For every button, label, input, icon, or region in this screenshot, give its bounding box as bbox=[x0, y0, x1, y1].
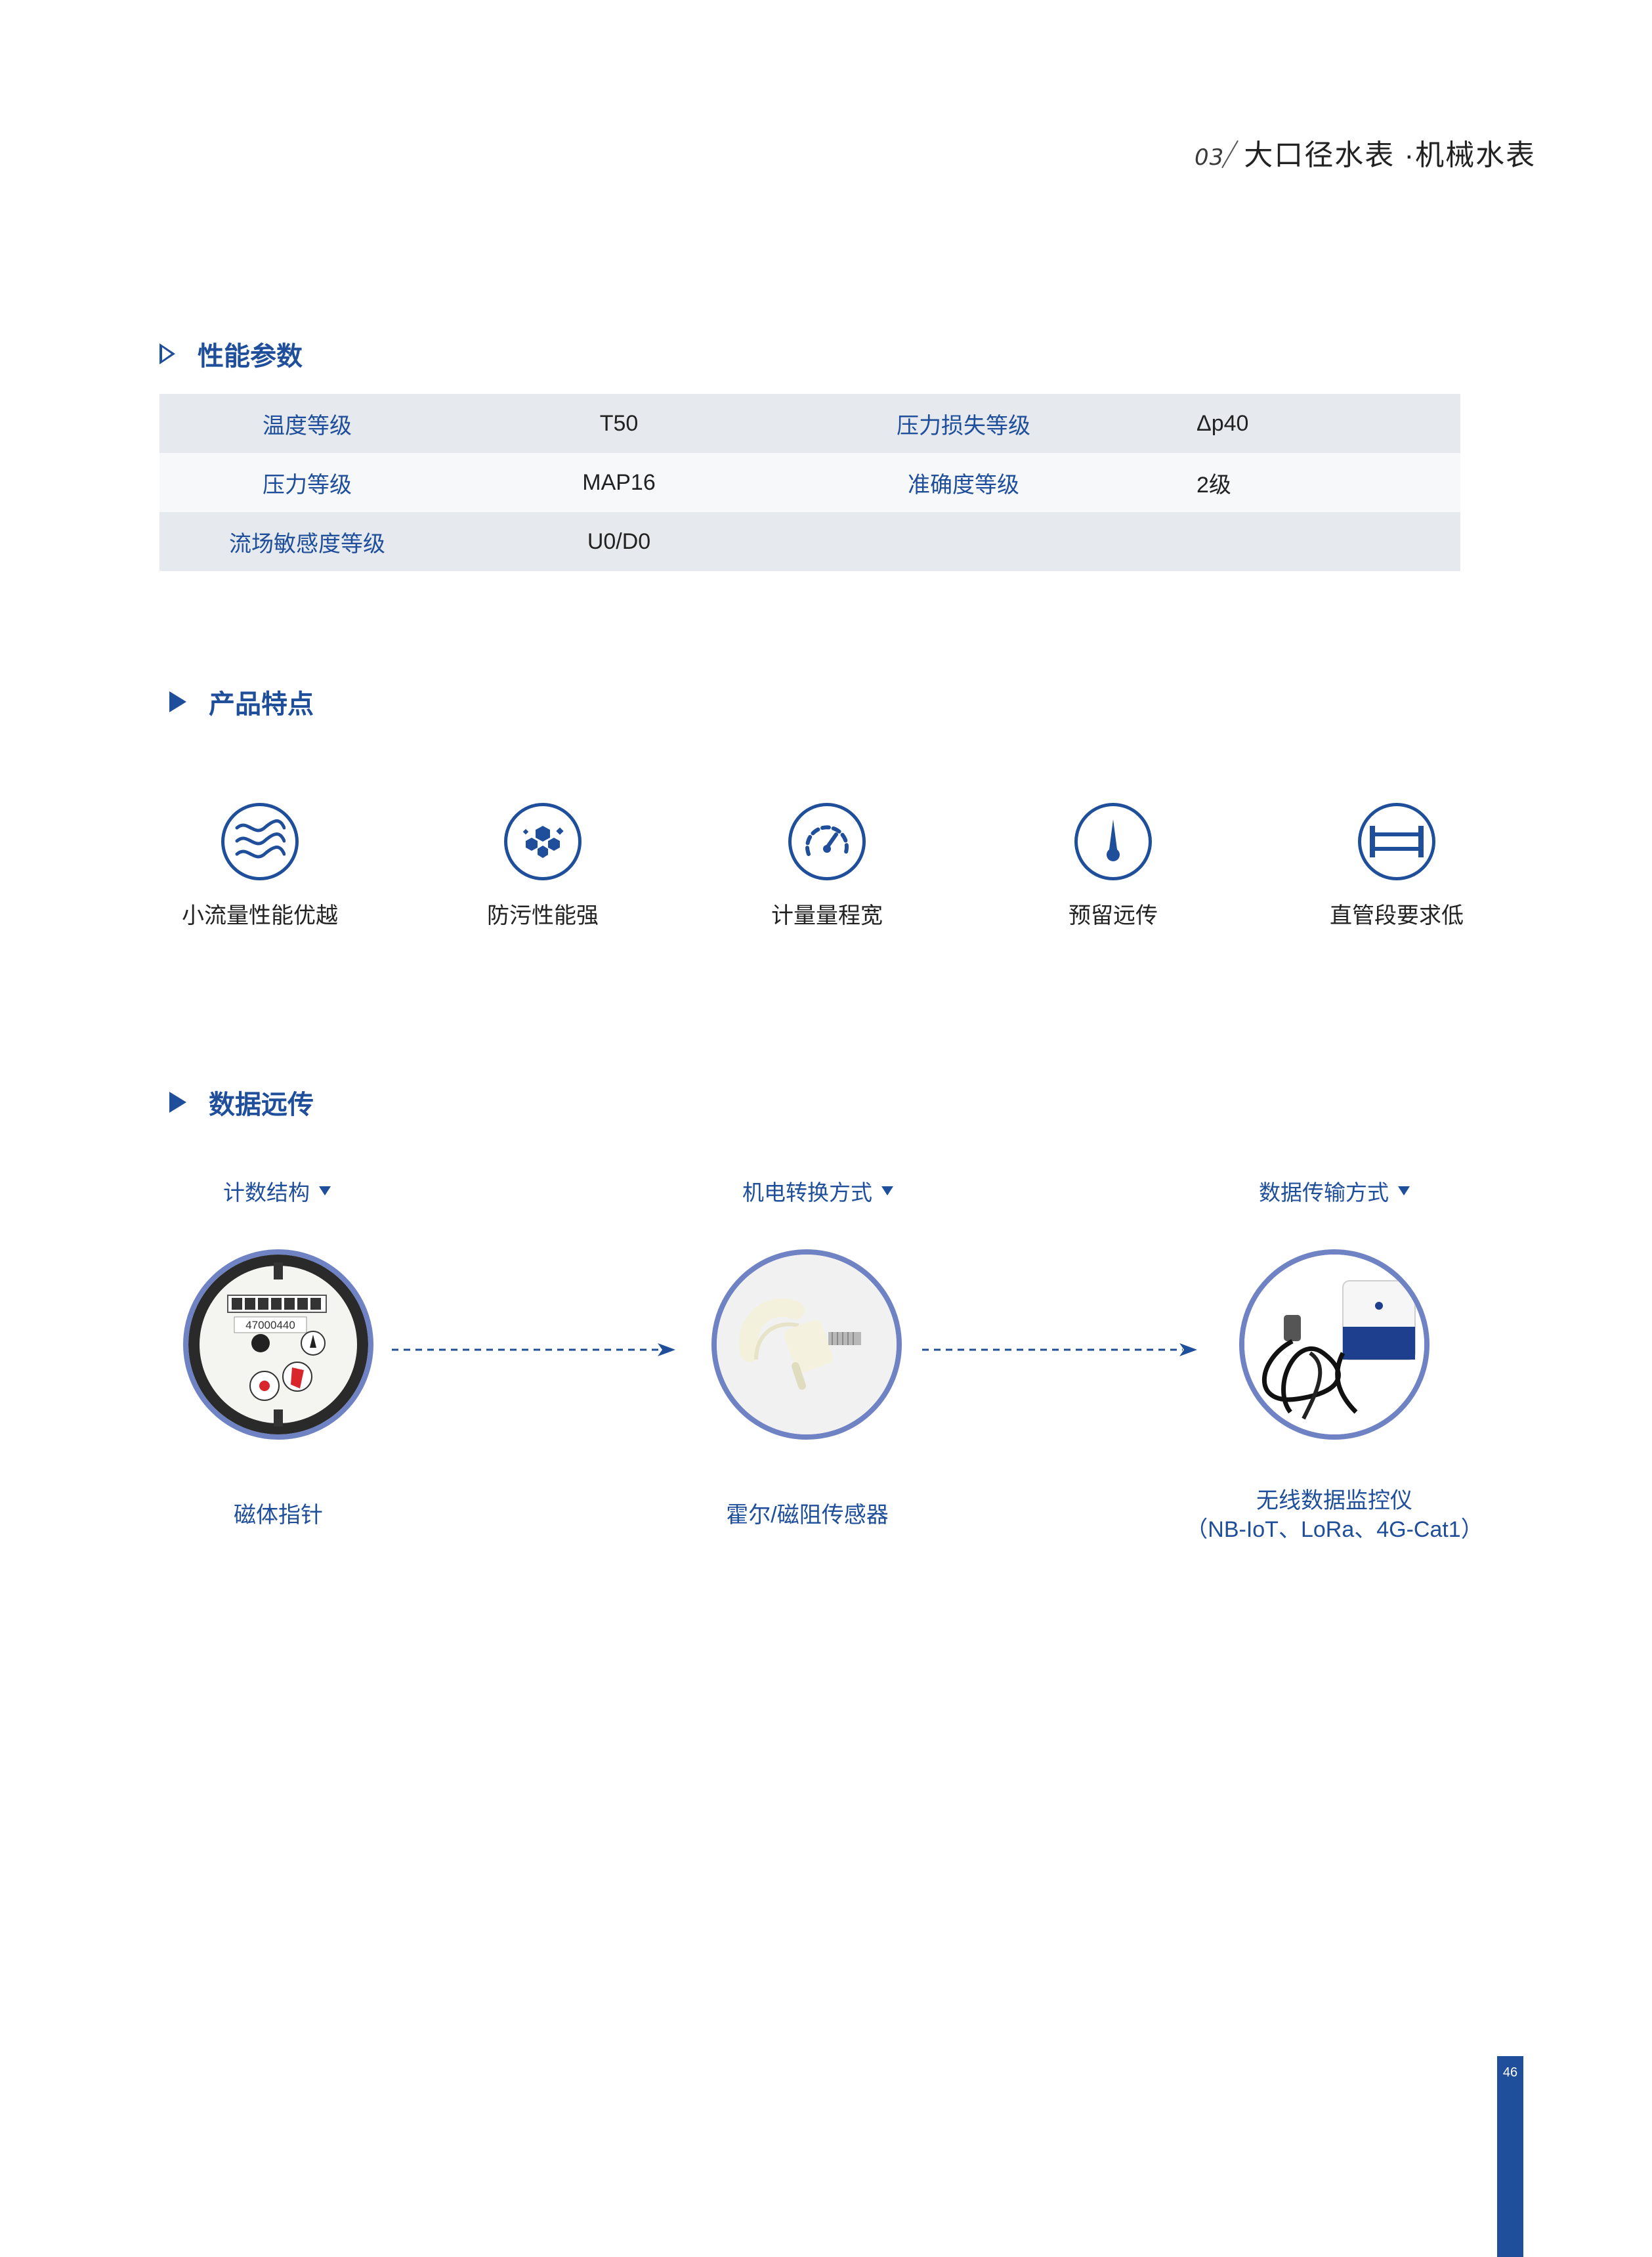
solid-triangle-icon bbox=[169, 1092, 186, 1113]
feature-label: 防污性能强 bbox=[487, 903, 599, 928]
data-section-title: 数据远传 bbox=[169, 1083, 314, 1121]
step-caption: 霍尔/磁阻传感器 bbox=[726, 1503, 889, 1528]
param-value bbox=[1144, 512, 1460, 571]
section-number: 03 bbox=[1195, 144, 1225, 171]
down-triangle-icon bbox=[319, 1186, 331, 1195]
table-row: 温度等级 T50 压力损失等级 Δp40 bbox=[159, 394, 1460, 453]
step-heading: 计数结构 bbox=[223, 1175, 331, 1207]
needle-icon bbox=[1074, 803, 1152, 880]
gauge-icon bbox=[788, 803, 866, 880]
sensor-probe-photo bbox=[711, 1249, 902, 1440]
param-value: MAP16 bbox=[455, 453, 783, 512]
param-label: 压力等级 bbox=[159, 453, 455, 512]
straight-pipe-icon bbox=[1358, 803, 1435, 880]
feature-item: 直管段要求低 bbox=[1259, 803, 1535, 930]
wave-flow-icon bbox=[221, 803, 299, 880]
param-value: T50 bbox=[455, 394, 783, 453]
feature-item: 预留远传 bbox=[975, 803, 1251, 930]
params-section-title: 性能参数 bbox=[159, 335, 303, 373]
step-heading: 数据传输方式 bbox=[1259, 1175, 1410, 1207]
param-label: 流场敏感度等级 bbox=[159, 512, 455, 571]
dial-serial: 47000440 bbox=[245, 1319, 295, 1331]
feature-label: 计量量程宽 bbox=[771, 903, 883, 928]
solid-triangle-icon bbox=[169, 691, 186, 712]
param-value: 2级 bbox=[1144, 453, 1460, 512]
feature-label: 直管段要求低 bbox=[1330, 903, 1464, 928]
param-label: 压力损失等级 bbox=[783, 394, 1144, 453]
outline-triangle-icon bbox=[159, 343, 175, 364]
feature-item: 防污性能强 bbox=[405, 803, 681, 930]
table-row: 压力等级 MAP16 准确度等级 2级 bbox=[159, 453, 1460, 512]
flow-arrow-2 bbox=[922, 1343, 1197, 1356]
feature-label: 小流量性能优越 bbox=[182, 903, 338, 928]
param-value: Δp40 bbox=[1144, 394, 1460, 453]
param-value: U0/D0 bbox=[455, 512, 783, 571]
params-table: 温度等级 T50 压力损失等级 Δp40 压力等级 MAP16 准确度等级 2级… bbox=[159, 394, 1460, 571]
page-number-bar bbox=[1497, 2056, 1523, 2257]
step-caption: 磁体指针 bbox=[234, 1503, 323, 1528]
step-caption: 无线数据监控仪 （NB-IoT、LoRa、4G-Cat1） bbox=[1185, 1488, 1483, 1542]
page-header: 03 大口径水表 ·机械水表 bbox=[1195, 131, 1536, 177]
param-label: 准确度等级 bbox=[783, 453, 1144, 512]
feature-item: 小流量性能优越 bbox=[122, 803, 398, 930]
param-label bbox=[783, 512, 1144, 571]
wireless-monitor-photo bbox=[1239, 1249, 1430, 1440]
step-heading: 机电转换方式 bbox=[742, 1175, 893, 1207]
features-section-title: 产品特点 bbox=[169, 683, 314, 721]
table-row: 流场敏感度等级 U0/D0 bbox=[159, 512, 1460, 571]
page-number: 46 bbox=[1502, 2065, 1518, 2080]
particles-icon bbox=[504, 803, 582, 880]
param-label: 温度等级 bbox=[159, 394, 455, 453]
water-meter-dial-photo: 47000440 bbox=[183, 1249, 373, 1440]
down-triangle-icon bbox=[1398, 1186, 1410, 1195]
header-title: 大口径水表 ·机械水表 bbox=[1244, 139, 1536, 171]
down-triangle-icon bbox=[881, 1186, 893, 1195]
flow-arrow-1 bbox=[392, 1343, 675, 1356]
feature-item: 计量量程宽 bbox=[689, 803, 965, 930]
feature-label: 预留远传 bbox=[1069, 903, 1158, 928]
